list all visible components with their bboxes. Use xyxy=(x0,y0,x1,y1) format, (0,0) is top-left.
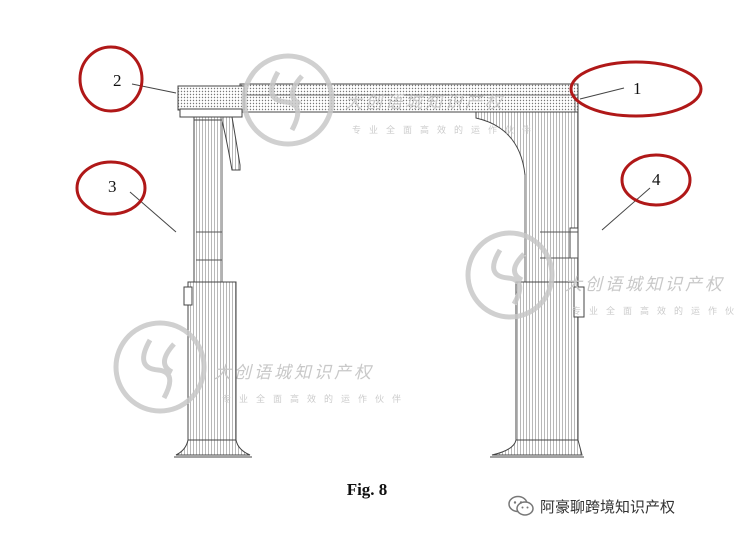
wechat-icon xyxy=(508,495,534,516)
callout-label-1: 1 xyxy=(633,79,642,98)
watermark-subtext: 专业全面高效的运作伙伴 xyxy=(572,305,734,317)
red-circles xyxy=(75,45,703,216)
red-circle-1 xyxy=(569,60,703,118)
leader-lines xyxy=(129,83,651,233)
watermark-logo xyxy=(241,53,335,147)
watermark-text: 大创语城知识产权 xyxy=(214,363,374,383)
left-leg xyxy=(174,116,252,458)
watermark-logo xyxy=(113,320,207,414)
wechat-account-name: 阿豪聊跨境知识产权 xyxy=(540,497,676,516)
leader-line-2 xyxy=(131,83,177,94)
red-circle-4 xyxy=(620,153,692,207)
leader-line-1 xyxy=(579,87,625,100)
right-leg xyxy=(475,111,585,458)
watermark-subtext: 专业全面高效的运作伙伴 xyxy=(222,393,409,405)
leader-line-4 xyxy=(601,187,651,231)
watermark-text: 大创语城知识产权 xyxy=(565,275,725,295)
watermark-logo xyxy=(465,230,555,320)
callout-label-4: 4 xyxy=(652,170,661,189)
callout-label-3: 3 xyxy=(108,177,117,196)
figure-caption: Fig. 8 xyxy=(346,480,388,499)
left-cap xyxy=(177,85,245,118)
callout-label-2: 2 xyxy=(113,71,122,90)
leader-line-3 xyxy=(129,191,177,233)
watermark-text: 大创语城知识产权 xyxy=(345,93,505,113)
watermark-subtext: 专业全面高效的运作伙伴 xyxy=(352,124,539,136)
wechat-account-tag: 阿豪聊跨境知识产权 xyxy=(508,494,675,518)
red-circle-2 xyxy=(78,45,144,113)
red-circle-3 xyxy=(75,160,147,216)
